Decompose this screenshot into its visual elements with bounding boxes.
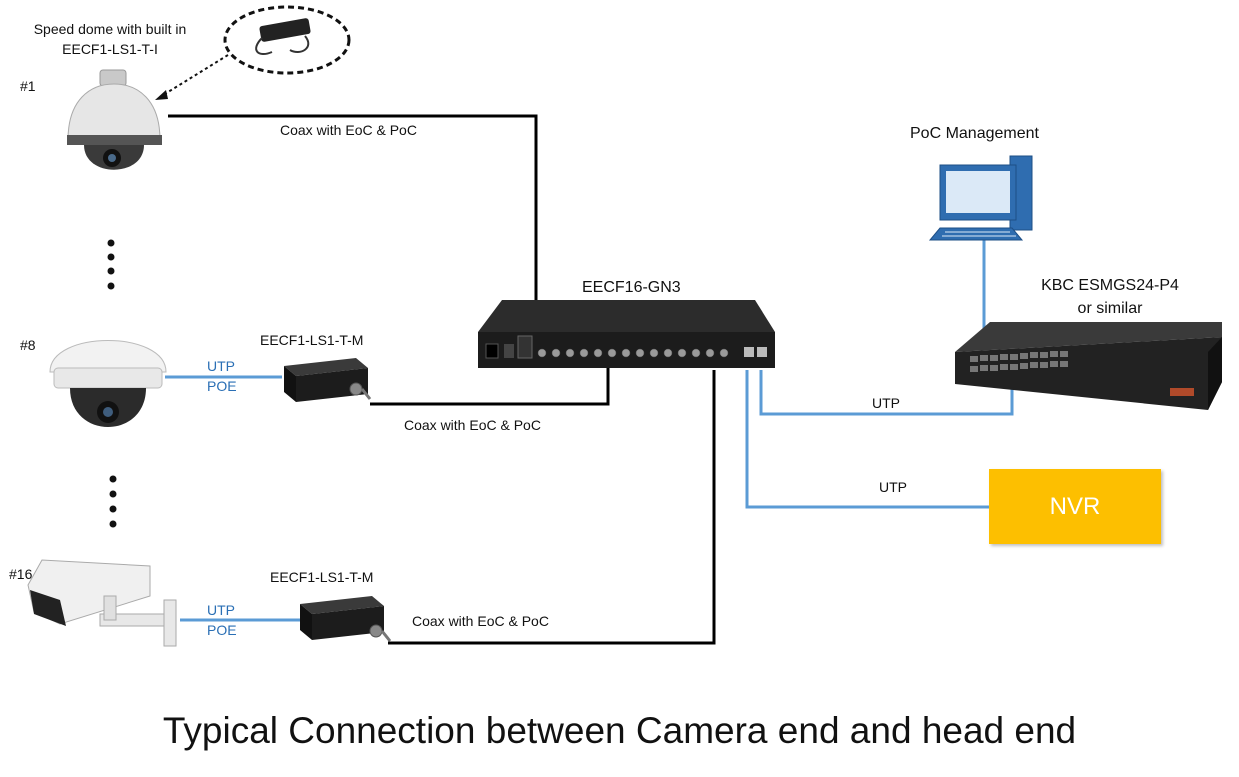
head-switch-label: EECF16-GN3 <box>582 279 681 296</box>
utp-label-cam8: UTP <box>207 358 235 374</box>
nvr-label: NVR <box>1049 492 1101 520</box>
ellipsis-dots-lower <box>109 475 117 528</box>
converter-16-label: EECF1-LS1-T-M <box>270 569 374 585</box>
eoc-converter-cam8 <box>284 358 372 402</box>
coax-cable-cam1 <box>168 114 538 300</box>
poe-switch <box>955 322 1222 410</box>
bullet-camera <box>27 559 177 647</box>
utp-label-cam16: UTP <box>207 602 235 618</box>
management-computer-icon <box>928 155 1033 241</box>
dome-note-line2: EECF1-LS1-T-I <box>62 41 158 57</box>
dome-insert-module-icon <box>255 18 311 56</box>
eoc-head-switch <box>478 300 775 368</box>
speed-dome-camera <box>67 69 162 170</box>
camera-16-label: #16 <box>9 566 33 582</box>
poe-switch-label-line1: KBC ESMGS24-P4 <box>1041 277 1179 294</box>
poe-label-cam8: POE <box>207 378 237 394</box>
coax-cable-cam16 <box>388 370 716 645</box>
utp-label-nvr: UTP <box>879 479 907 495</box>
coax-label-cam1: Coax with EoC & PoC <box>280 122 417 138</box>
dome-insert-arrow <box>159 54 229 98</box>
dome-note-line1: Speed dome with built in <box>33 21 187 37</box>
management-label: PoC Management <box>910 125 1039 142</box>
nvr-box: NVR <box>989 469 1161 544</box>
diagram-title: Typical Connection between Camera end an… <box>162 710 1077 751</box>
poe-switch-label-line2: or similar <box>1077 300 1143 317</box>
dome-insert-callout <box>223 5 351 75</box>
camera-8-label: #8 <box>20 337 36 353</box>
utp-label-switch: UTP <box>872 395 900 411</box>
utp-cable-poe-switch <box>759 370 1014 416</box>
utp-cable-nvr <box>745 370 989 509</box>
eoc-converter-cam16 <box>300 596 392 642</box>
coax-label-cam16: Coax with EoC & PoC <box>412 613 549 629</box>
coax-label-cam8: Coax with EoC & PoC <box>404 417 541 433</box>
ellipsis-dots-upper <box>107 239 115 290</box>
fixed-dome-camera <box>49 340 167 427</box>
poe-label-cam16: POE <box>207 622 237 638</box>
coax-cable-cam8 <box>370 365 610 406</box>
camera-1-label: #1 <box>20 78 36 94</box>
arrow-head-icon <box>155 90 168 100</box>
converter-8-label: EECF1-LS1-T-M <box>260 332 364 348</box>
